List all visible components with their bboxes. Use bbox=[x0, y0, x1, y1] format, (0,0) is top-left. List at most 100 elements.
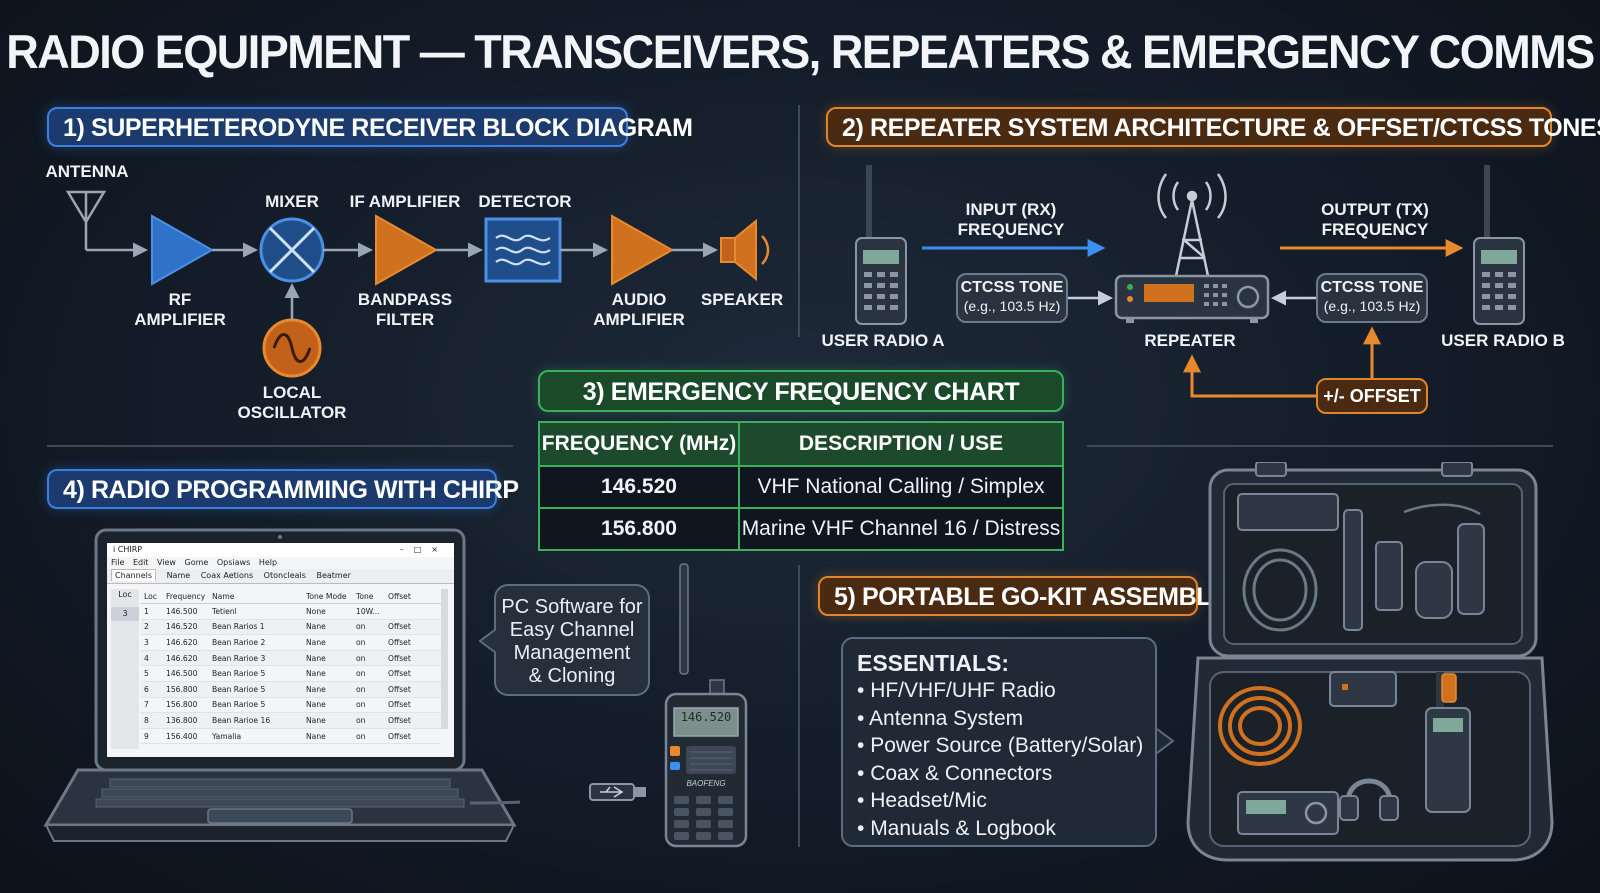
if-amplifier-label: IF AMPLIFIER bbox=[349, 192, 461, 211]
cell: Bean Rarioe 5 bbox=[209, 681, 303, 698]
loc-value[interactable]: 3 bbox=[111, 607, 139, 621]
offset-box: +/- OFFSET bbox=[1316, 378, 1428, 414]
header-description: DESCRIPTION / USE bbox=[738, 421, 1064, 467]
tab-otoncleals[interactable]: Otoncleals bbox=[263, 571, 306, 580]
divider-vertical-bottom bbox=[798, 565, 800, 847]
bubble-line3: Management bbox=[513, 642, 631, 664]
chirp-menubar: File Edit View Gome Opsiaws Help bbox=[107, 557, 454, 569]
col-frequency[interactable]: Frequency bbox=[163, 589, 209, 604]
input-frequency-label: INPUT (RX) FREQUENCY bbox=[946, 200, 1076, 240]
menu-help[interactable]: Help bbox=[258, 558, 278, 567]
menu-view[interactable]: View bbox=[156, 558, 176, 567]
ctcss-tone-box-a: CTCSS TONE (e.g., 103.5 Hz) bbox=[956, 273, 1068, 323]
chirp-app-icon: ⅰ bbox=[113, 545, 118, 554]
cell: Nane bbox=[303, 650, 353, 667]
menu-opsiaws[interactable]: Opsiaws bbox=[216, 558, 251, 567]
close-icon[interactable]: × bbox=[431, 545, 448, 554]
menu-file[interactable]: File bbox=[111, 558, 125, 567]
receiver-block-diagram bbox=[65, 190, 770, 378]
col-loc[interactable]: Loc bbox=[141, 589, 163, 604]
cell: Nane bbox=[303, 712, 353, 729]
bubble-pointer bbox=[478, 628, 497, 654]
cell: Bean Rarios 1 bbox=[209, 619, 303, 636]
cell: Nane bbox=[303, 697, 353, 714]
cell: Bean Rarioe 3 bbox=[209, 650, 303, 667]
menu-gome[interactable]: Gome bbox=[184, 558, 209, 567]
tab-coax-actions[interactable]: Coax Aetions bbox=[200, 571, 254, 580]
local-oscillator-label: LOCAL OSCILLATOR bbox=[232, 383, 352, 423]
bubble-line2: Easy Channel bbox=[509, 619, 635, 641]
col-tone-mode[interactable]: Tone Mode bbox=[303, 589, 353, 604]
list-item: Antenna System bbox=[857, 705, 1141, 733]
mixer-icon bbox=[259, 217, 325, 283]
cell: Bean Rarioe 2 bbox=[209, 634, 303, 651]
cell: Nane bbox=[303, 728, 353, 745]
ctcss-tone-example-a: (e.g., 103.5 Hz) bbox=[963, 298, 1061, 314]
local-oscillator-icon bbox=[262, 318, 322, 378]
speaker-label: SPEAKER bbox=[700, 290, 784, 309]
offset-loop-arrow bbox=[1183, 354, 1316, 398]
chirp-window[interactable]: ⅰ CHIRP –□× File Edit View Gome Opsiaws … bbox=[107, 543, 454, 757]
repeater-diagram bbox=[855, 165, 1525, 398]
cell: Bean Rarioe 5 bbox=[209, 697, 303, 714]
cell: 10W... bbox=[353, 603, 385, 620]
speaker-icon bbox=[720, 218, 770, 282]
chirp-channel-table: Loc Frequency Name Tone Mode Tone Offset… bbox=[141, 589, 441, 745]
loc-header: Loc bbox=[118, 590, 132, 599]
menu-edit[interactable]: Edit bbox=[132, 558, 149, 567]
minimize-icon[interactable]: – bbox=[399, 545, 414, 554]
maximize-icon[interactable]: □ bbox=[413, 545, 432, 554]
tab-channels[interactable]: Channels bbox=[111, 569, 157, 581]
repeater-label: REPEATER bbox=[1144, 331, 1236, 350]
chirp-titlebar[interactable]: ⅰ CHIRP –□× bbox=[107, 543, 454, 557]
output-frequency-label: OUTPUT (TX) FREQUENCY bbox=[1305, 200, 1445, 240]
cell: 7 bbox=[141, 697, 163, 714]
cell: 156.800 bbox=[163, 681, 209, 698]
cell: Yamalia bbox=[209, 728, 303, 745]
col-offset[interactable]: Offset bbox=[385, 589, 441, 604]
bubble-line1: PC Software for bbox=[501, 596, 643, 618]
col-name[interactable]: Name bbox=[209, 589, 303, 604]
bandpass-filter-label: BANDPASS FILTER bbox=[355, 290, 455, 330]
cell: 4 bbox=[141, 650, 163, 667]
chirp-title: CHIRP bbox=[117, 545, 143, 554]
antenna-icon bbox=[65, 190, 148, 258]
list-item: Power Source (Battery/Solar) bbox=[857, 732, 1143, 760]
cell: Offset bbox=[385, 665, 441, 682]
cell: on bbox=[353, 697, 385, 714]
divider-horizontal-right bbox=[1087, 445, 1553, 447]
input-freq-line1: INPUT (RX) bbox=[965, 200, 1057, 219]
detector-label: DETECTOR bbox=[478, 192, 572, 211]
section3-label: 3) EMERGENCY FREQUENCY CHART bbox=[538, 370, 1064, 412]
divider-horizontal-left bbox=[47, 445, 513, 447]
audio-amplifier-line1: AUDIO bbox=[611, 290, 667, 309]
user-radio-a-icon bbox=[855, 165, 907, 325]
section5-label: 5) PORTABLE GO-KIT ASSEMBLY bbox=[818, 576, 1225, 616]
chirp-scrollbar[interactable] bbox=[441, 589, 448, 729]
detector-icon bbox=[484, 217, 562, 283]
cell: on bbox=[353, 728, 385, 745]
usb-connector-icon bbox=[589, 783, 646, 801]
audio-amplifier-label: AUDIO AMPLIFIER bbox=[589, 290, 689, 330]
tab-beatmer[interactable]: Beatmer bbox=[316, 571, 351, 580]
output-freq-line2: FREQUENCY bbox=[1321, 220, 1429, 239]
tab-name[interactable]: Name bbox=[166, 571, 191, 580]
rf-amplifier-label: RF AMPLIFIER bbox=[130, 290, 230, 330]
cell: Offset bbox=[385, 619, 441, 636]
cell: 8 bbox=[141, 712, 163, 729]
local-osc-line2: OSCILLATOR bbox=[237, 403, 347, 422]
col-tone[interactable]: Tone bbox=[353, 589, 385, 604]
row2-description: Marine VHF Channel 16 / Distress bbox=[738, 507, 1064, 551]
output-freq-line1: OUTPUT (TX) bbox=[1321, 200, 1429, 219]
cell: Nane bbox=[303, 665, 353, 682]
repeater-tower-icon bbox=[1157, 173, 1227, 277]
